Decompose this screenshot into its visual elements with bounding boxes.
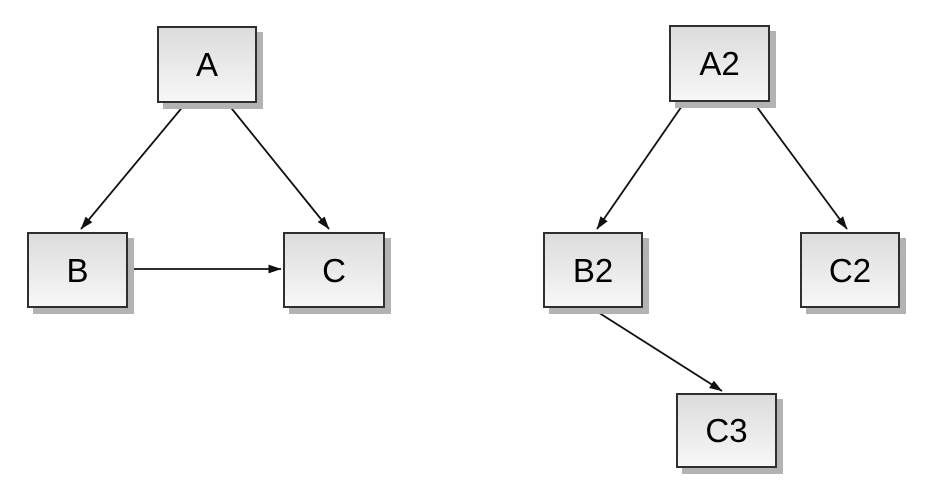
edge-A-B bbox=[80, 103, 186, 230]
node-label: A2 bbox=[699, 45, 740, 82]
node-C3[interactable]: C3 bbox=[676, 393, 777, 468]
node-B2[interactable]: B2 bbox=[543, 232, 643, 308]
node-label: B2 bbox=[572, 251, 614, 289]
edge-group bbox=[80, 102, 848, 392]
edge-B2-C3 bbox=[592, 308, 723, 392]
node-label: B bbox=[66, 251, 89, 289]
node-label: C2 bbox=[828, 251, 872, 289]
node-A2[interactable]: A2 bbox=[669, 25, 770, 102]
node-label: A bbox=[195, 46, 218, 83]
node-label: C3 bbox=[705, 412, 748, 449]
node-C2[interactable]: C2 bbox=[800, 232, 900, 308]
edge-A2-B2 bbox=[596, 102, 685, 230]
node-B[interactable]: B bbox=[27, 232, 128, 308]
node-C[interactable]: C bbox=[283, 232, 385, 308]
node-label: C bbox=[322, 251, 346, 289]
edge-A2-C2 bbox=[753, 102, 848, 230]
node-A[interactable]: A bbox=[157, 26, 257, 103]
edge-A-C bbox=[227, 103, 330, 230]
